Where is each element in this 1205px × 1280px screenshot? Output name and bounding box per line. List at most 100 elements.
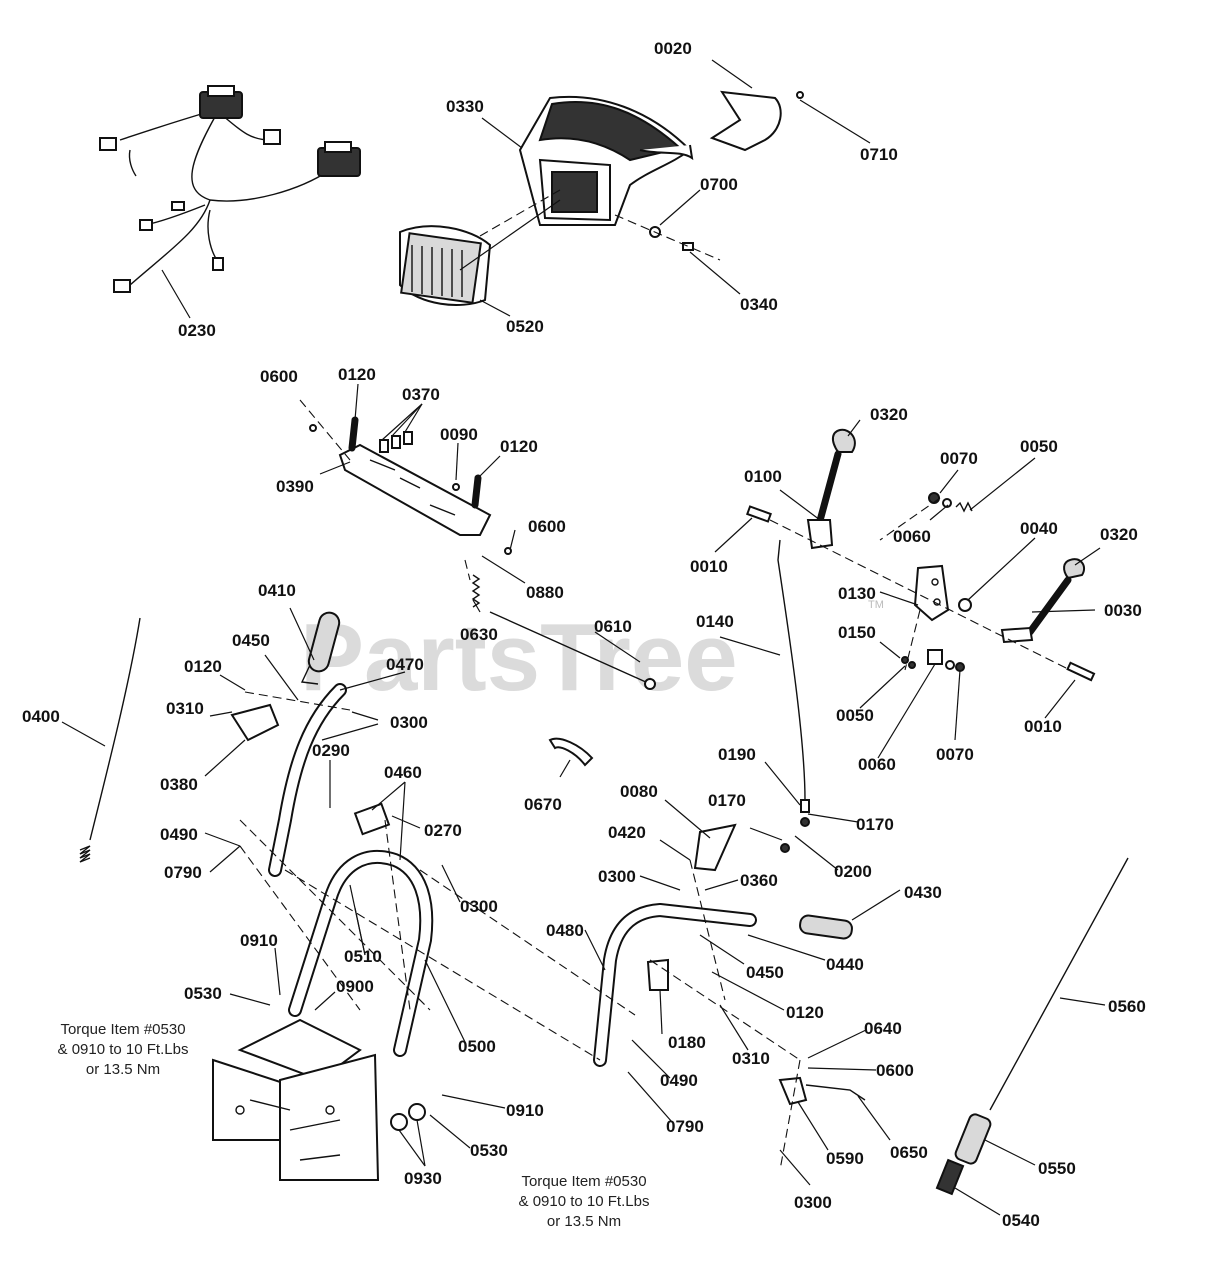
callout-0880: 0880 [526, 583, 564, 602]
callout-0300-bottom: 0300 [794, 1193, 832, 1212]
right-handle-0480 [593, 903, 757, 1067]
callout-0600-top: 0600 [260, 367, 298, 386]
callout-0380: 0380 [160, 775, 198, 794]
callout-0560: 0560 [1108, 997, 1146, 1016]
callout-0310-right: 0310 [732, 1049, 770, 1068]
callout-0050-top: 0050 [1020, 437, 1058, 456]
cable-end-0550 [954, 1113, 992, 1165]
cable-0400 [79, 617, 141, 863]
rod-0610 [489, 611, 656, 690]
assembly-lines [239, 189, 1091, 1171]
callout-0450-right: 0450 [746, 963, 784, 982]
callout-0320-top: 0320 [870, 405, 908, 424]
watermark-tm: TM [868, 599, 884, 611]
callout-0520: 0520 [506, 317, 544, 336]
hardware-0150 [901, 649, 965, 672]
callout-0120-panel: 0120 [500, 437, 538, 456]
callout-0300-left: 0300 [390, 713, 428, 732]
callout-0040: 0040 [1020, 519, 1058, 538]
callout-0150: 0150 [838, 623, 876, 642]
callout-0490-right: 0490 [660, 1071, 698, 1090]
callout-0670: 0670 [524, 795, 562, 814]
callout-0360: 0360 [740, 871, 778, 890]
callout-0180: 0180 [668, 1033, 706, 1052]
callout-0930: 0930 [404, 1169, 442, 1188]
headlight-lamp [399, 225, 492, 306]
cable-0560 [989, 857, 1129, 1111]
spring-0630 [471, 574, 481, 608]
callout-0390: 0390 [276, 477, 314, 496]
lower-handle-0500 [288, 849, 434, 1057]
bracket-0180 [646, 958, 669, 991]
grip-0430 [799, 914, 853, 940]
cable-end-0540 [935, 1158, 965, 1196]
bracket-0130 [913, 564, 972, 622]
washer-0930-a [390, 1113, 408, 1131]
spring-0050-top [928, 492, 973, 513]
callout-0300-middle: 0300 [598, 867, 636, 886]
watermark: PartsTree [300, 604, 738, 711]
callout-0170-left: 0170 [708, 791, 746, 810]
callout-0370: 0370 [402, 385, 440, 404]
callout-0140: 0140 [696, 612, 734, 631]
torque-note-left-line-1: Torque Item #0530 [60, 1021, 185, 1038]
callout-0050-bottom: 0050 [836, 706, 874, 725]
torque-note-left: Torque Item #0530 & 0910 to 10 Ft.Lbs or… [58, 1021, 189, 1078]
callout-0590: 0590 [826, 1149, 864, 1168]
callout-0900: 0900 [336, 977, 374, 996]
callout-0300-handle: 0300 [460, 897, 498, 916]
callout-0500: 0500 [458, 1037, 496, 1056]
callout-0700: 0700 [700, 175, 738, 194]
callout-0400: 0400 [22, 707, 60, 726]
callout-0100: 0100 [744, 467, 782, 486]
torque-note-bottom-line-2: & 0910 to 10 Ft.Lbs [519, 1193, 650, 1210]
callout-0910-bottom: 0910 [506, 1101, 544, 1120]
torque-note-bottom-line-3: or 13.5 Nm [547, 1213, 621, 1230]
callout-0790-left: 0790 [164, 863, 202, 882]
callout-0200: 0200 [834, 862, 872, 881]
callout-0530-top: 0530 [184, 984, 222, 1003]
callout-0610: 0610 [594, 617, 632, 636]
callout-0470: 0470 [386, 655, 424, 674]
screw-0340 [682, 242, 694, 251]
callout-0320-right: 0320 [1100, 525, 1138, 544]
callout-0330: 0330 [446, 97, 484, 116]
callout-0480: 0480 [546, 921, 584, 940]
wiring-harness [99, 85, 361, 293]
callout-0120-right: 0120 [786, 1003, 824, 1022]
callout-0310-left: 0310 [166, 699, 204, 718]
callout-0060-top: 0060 [893, 527, 931, 546]
callout-0410: 0410 [258, 581, 296, 600]
callout-0460: 0460 [384, 763, 422, 782]
callout-0340: 0340 [740, 295, 778, 314]
torque-note-left-line-2: & 0910 to 10 Ft.Lbs [58, 1041, 189, 1058]
grip-0410 [300, 611, 341, 685]
bracket-0460 [353, 802, 391, 836]
bracket-0590 [778, 1076, 808, 1106]
washer-0930-b [408, 1103, 426, 1121]
callout-0070-bottom: 0070 [936, 745, 974, 764]
callout-0090: 0090 [440, 425, 478, 444]
callout-0650: 0650 [890, 1143, 928, 1162]
callout-0710: 0710 [860, 145, 898, 164]
console-frame [212, 1018, 380, 1181]
torque-note-left-line-3: or 13.5 Nm [86, 1061, 160, 1078]
headlight-housing [518, 95, 694, 226]
callout-0440: 0440 [826, 955, 864, 974]
callout-labels: 0020 0330 0710 0700 0340 0520 0230 0600 … [22, 39, 1146, 1230]
callout-0170-right: 0170 [856, 815, 894, 834]
leader-lines [61, 59, 1106, 1216]
callout-0120-left: 0120 [184, 657, 222, 676]
callout-0630: 0630 [460, 625, 498, 644]
callout-0640: 0640 [864, 1019, 902, 1038]
callout-0270: 0270 [424, 821, 462, 840]
control-panel [309, 416, 512, 555]
callout-0490-left: 0490 [160, 825, 198, 844]
shift-rod-0140 [777, 539, 810, 853]
callout-0790-right: 0790 [666, 1117, 704, 1136]
upper-left-handle-0470 [268, 683, 347, 877]
lever-0080 [693, 823, 737, 872]
callout-0450-left: 0450 [232, 631, 270, 650]
callout-0540: 0540 [1002, 1211, 1040, 1230]
